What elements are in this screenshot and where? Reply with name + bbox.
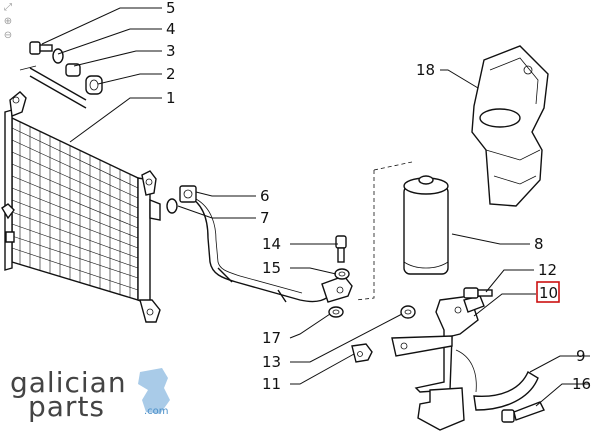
logo-word-galician: galician <box>10 366 127 399</box>
logo-tld: .com <box>144 406 169 417</box>
callout-14[interactable]: 14 <box>262 235 281 253</box>
zoom-out-icon[interactable]: ⊖ <box>3 30 13 41</box>
fitting-part-6[interactable] <box>179 185 197 203</box>
callout-10[interactable]: 10 <box>539 284 558 302</box>
callout-4[interactable]: 4 <box>166 20 176 38</box>
callout-labels: 5 4 3 2 1 18 6 7 14 15 8 12 10 17 13 11 … <box>166 0 591 393</box>
highlight-box <box>536 281 560 303</box>
galicianparts-logo: galician parts .com <box>10 366 185 423</box>
callout-7[interactable]: 7 <box>260 209 270 227</box>
callout-5[interactable]: 5 <box>166 0 176 17</box>
mount-bracket-strip[interactable] <box>19 65 87 109</box>
callout-6[interactable]: 6 <box>260 187 270 205</box>
grommet-part-2[interactable] <box>85 75 103 95</box>
bolt-part-16[interactable] <box>501 401 545 423</box>
receiver-drier-part-8[interactable] <box>403 175 449 275</box>
clip-part-11[interactable] <box>351 343 373 363</box>
logo-map-shape <box>138 368 170 414</box>
seal-part-7[interactable] <box>166 198 178 214</box>
refrigerant-pipe-part[interactable] <box>187 195 335 303</box>
bushing-part-3[interactable] <box>65 63 81 77</box>
condenser-part[interactable] <box>1 91 161 323</box>
callout-18[interactable]: 18 <box>416 61 435 79</box>
drier-bracket-part-10[interactable] <box>391 295 485 431</box>
callout-leaders <box>41 7 590 407</box>
washer-part-4[interactable] <box>52 48 64 64</box>
callout-8[interactable]: 8 <box>534 235 544 253</box>
o-ring-part-17[interactable] <box>328 306 344 318</box>
callout-15[interactable]: 15 <box>262 259 281 277</box>
bolt-part-5[interactable] <box>29 41 53 55</box>
callout-12[interactable]: 12 <box>538 261 557 279</box>
callout-17[interactable]: 17 <box>262 329 281 347</box>
support-bracket-part-18[interactable] <box>471 45 549 207</box>
fit-icon[interactable]: ⤢ <box>4 2 12 13</box>
callout-1[interactable]: 1 <box>166 89 176 107</box>
nut-part-13[interactable] <box>400 305 416 319</box>
pipe-end-fitting[interactable] <box>321 275 353 303</box>
strap-part-9[interactable] <box>473 370 539 411</box>
callout-13[interactable]: 13 <box>262 353 281 371</box>
callout-3[interactable]: 3 <box>166 42 176 60</box>
callout-11[interactable]: 11 <box>262 375 281 393</box>
callout-16[interactable]: 16 <box>572 375 591 393</box>
bolt-part-14[interactable] <box>335 235 347 263</box>
callout-9[interactable]: 9 <box>576 347 586 365</box>
callout-2[interactable]: 2 <box>166 65 176 83</box>
washer-part-15[interactable] <box>334 268 350 280</box>
zoom-in-icon[interactable]: ⊕ <box>3 16 13 27</box>
bolt-part-12[interactable] <box>463 287 493 299</box>
logo-word-parts: parts <box>28 390 106 423</box>
alignment-guides <box>355 161 413 301</box>
